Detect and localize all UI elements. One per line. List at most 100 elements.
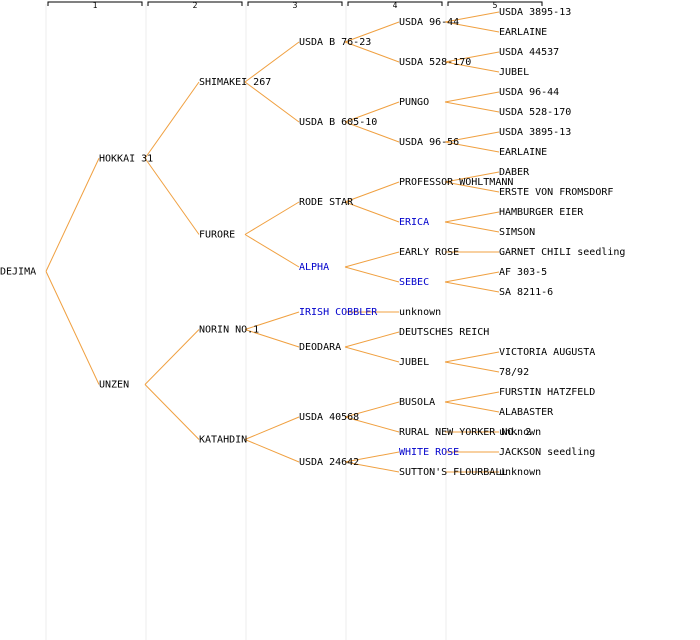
- variety-label: JACKSON seedling: [499, 447, 595, 458]
- pedigree-edge: [444, 141, 500, 153]
- pedigree-edge: [244, 41, 300, 83]
- variety-link[interactable]: IRISH COBBLER: [299, 307, 378, 318]
- generation-number: 4: [393, 1, 398, 10]
- variety-label: USDA 3895-13: [499, 127, 571, 138]
- variety-link[interactable]: WHITE ROSE: [399, 447, 459, 458]
- variety-label: FURORE: [199, 230, 235, 241]
- pedigree-edge: [144, 157, 200, 235]
- pedigree-edge: [444, 21, 500, 33]
- pedigree-edge: [344, 201, 400, 223]
- variety-label: DEJIMA: [0, 266, 36, 277]
- pedigree-edge: [344, 346, 400, 363]
- variety-label: SA 8211-6: [499, 287, 553, 298]
- variety-label: USDA B 605-10: [299, 117, 377, 128]
- variety-label: USDA 96-56: [399, 137, 459, 148]
- pedigree-edge: [444, 351, 500, 363]
- variety-label: 78/92: [499, 367, 529, 378]
- variety-label: DABER: [499, 167, 530, 178]
- pedigree-edge: [344, 401, 400, 418]
- pedigree-edge: [444, 271, 500, 283]
- pedigree-edge: [444, 391, 500, 403]
- variety-label: RURAL NEW YORKER NO. 2: [399, 427, 531, 438]
- pedigree-edge: [344, 461, 400, 473]
- generation-bracket: [47, 1, 143, 6]
- generation-number: 5: [493, 1, 498, 10]
- pedigree-edge: [244, 234, 300, 268]
- variety-label: ALABASTER: [499, 407, 554, 418]
- generation-bracket: [447, 1, 543, 6]
- pedigree-edge: [344, 101, 400, 123]
- variety-label: EARLY ROSE: [399, 247, 459, 258]
- generation-bracket: [147, 1, 243, 6]
- generation-bracket: [347, 1, 443, 6]
- variety-link[interactable]: SEBEC: [399, 277, 429, 288]
- variety-label: JUBEL: [499, 67, 529, 78]
- pedigree-edge: [344, 121, 400, 143]
- variety-label: SIMSON: [499, 227, 535, 238]
- pedigree-edge: [344, 181, 400, 203]
- pedigree-edge: [344, 21, 400, 43]
- pedigree-edge: [344, 41, 400, 63]
- variety-label: SHIMAKEI 267: [199, 77, 271, 88]
- generation-bracket: [247, 1, 343, 6]
- variety-label: USDA 528-170: [499, 107, 571, 118]
- variety-label: USDA 528-170: [399, 57, 471, 68]
- variety-label: AF 303-5: [499, 267, 547, 278]
- pedigree-edge: [244, 311, 300, 330]
- pedigree-edge: [45, 271, 100, 385]
- variety-label: KATAHDIN: [199, 435, 247, 446]
- variety-label: ERSTE VON FROMSDORF: [499, 187, 613, 198]
- pedigree-edge: [444, 281, 500, 293]
- variety-label: USDA 3895-13: [499, 7, 571, 18]
- variety-label: SUTTON'S FLOURBALL: [399, 467, 507, 478]
- variety-label: PROFESSOR WOHLTMANN: [399, 177, 513, 188]
- variety-label: HOKKAI 31: [99, 153, 153, 164]
- variety-label: unknown: [499, 427, 541, 438]
- pedigree-edge: [144, 329, 200, 385]
- variety-label: VICTORIA AUGUSTA: [499, 347, 595, 358]
- variety-label: DEODARA: [299, 342, 341, 353]
- variety-label: unknown: [399, 307, 441, 318]
- variety-label: DEUTSCHES REICH: [399, 327, 489, 338]
- pedigree-edge: [344, 331, 400, 348]
- pedigree-edge: [444, 221, 500, 233]
- pedigree-edge: [444, 401, 500, 413]
- variety-label: EARLAINE: [499, 147, 547, 158]
- pedigree-edge: [444, 361, 500, 373]
- pedigree-edge: [144, 81, 200, 159]
- generation-number: 3: [293, 1, 298, 10]
- variety-label: USDA 96-44: [399, 17, 459, 28]
- pedigree-edge: [444, 181, 500, 193]
- pedigree-edges: [45, 11, 500, 473]
- pedigree-edge: [244, 439, 300, 463]
- pedigree-edge: [144, 384, 200, 440]
- pedigree-edge: [344, 451, 400, 463]
- variety-label: FURSTIN HATZFELD: [499, 387, 595, 398]
- variety-label: GARNET CHILI seedling: [499, 247, 625, 258]
- variety-label: JUBEL: [399, 357, 429, 368]
- pedigree-edge: [444, 211, 500, 223]
- pedigree-edge: [344, 416, 400, 433]
- pedigree-edge: [244, 201, 300, 235]
- variety-label: USDA 44537: [499, 47, 559, 58]
- pedigree-edge: [344, 266, 400, 283]
- pedigree-edge: [444, 101, 500, 113]
- variety-label: USDA 24642: [299, 457, 359, 468]
- variety-link[interactable]: ERICA: [399, 217, 429, 228]
- variety-label: USDA 96-44: [499, 87, 559, 98]
- variety-label: EARLAINE: [499, 27, 547, 38]
- generation-number: 2: [193, 1, 198, 10]
- variety-label: HAMBURGER EIER: [499, 207, 584, 218]
- variety-label: BUSOLA: [399, 397, 435, 408]
- pedigree-edge: [444, 51, 500, 63]
- generation-number: 1: [93, 1, 98, 10]
- variety-label: UNZEN: [99, 380, 129, 391]
- generation-header: 1 2 3 4 5: [45, 1, 543, 640]
- variety-label: unknown: [499, 467, 541, 478]
- variety-label: USDA 40568: [299, 412, 359, 423]
- pedigree-edge: [444, 131, 500, 143]
- variety-link[interactable]: ALPHA: [299, 262, 329, 273]
- pedigree-edge: [244, 81, 300, 123]
